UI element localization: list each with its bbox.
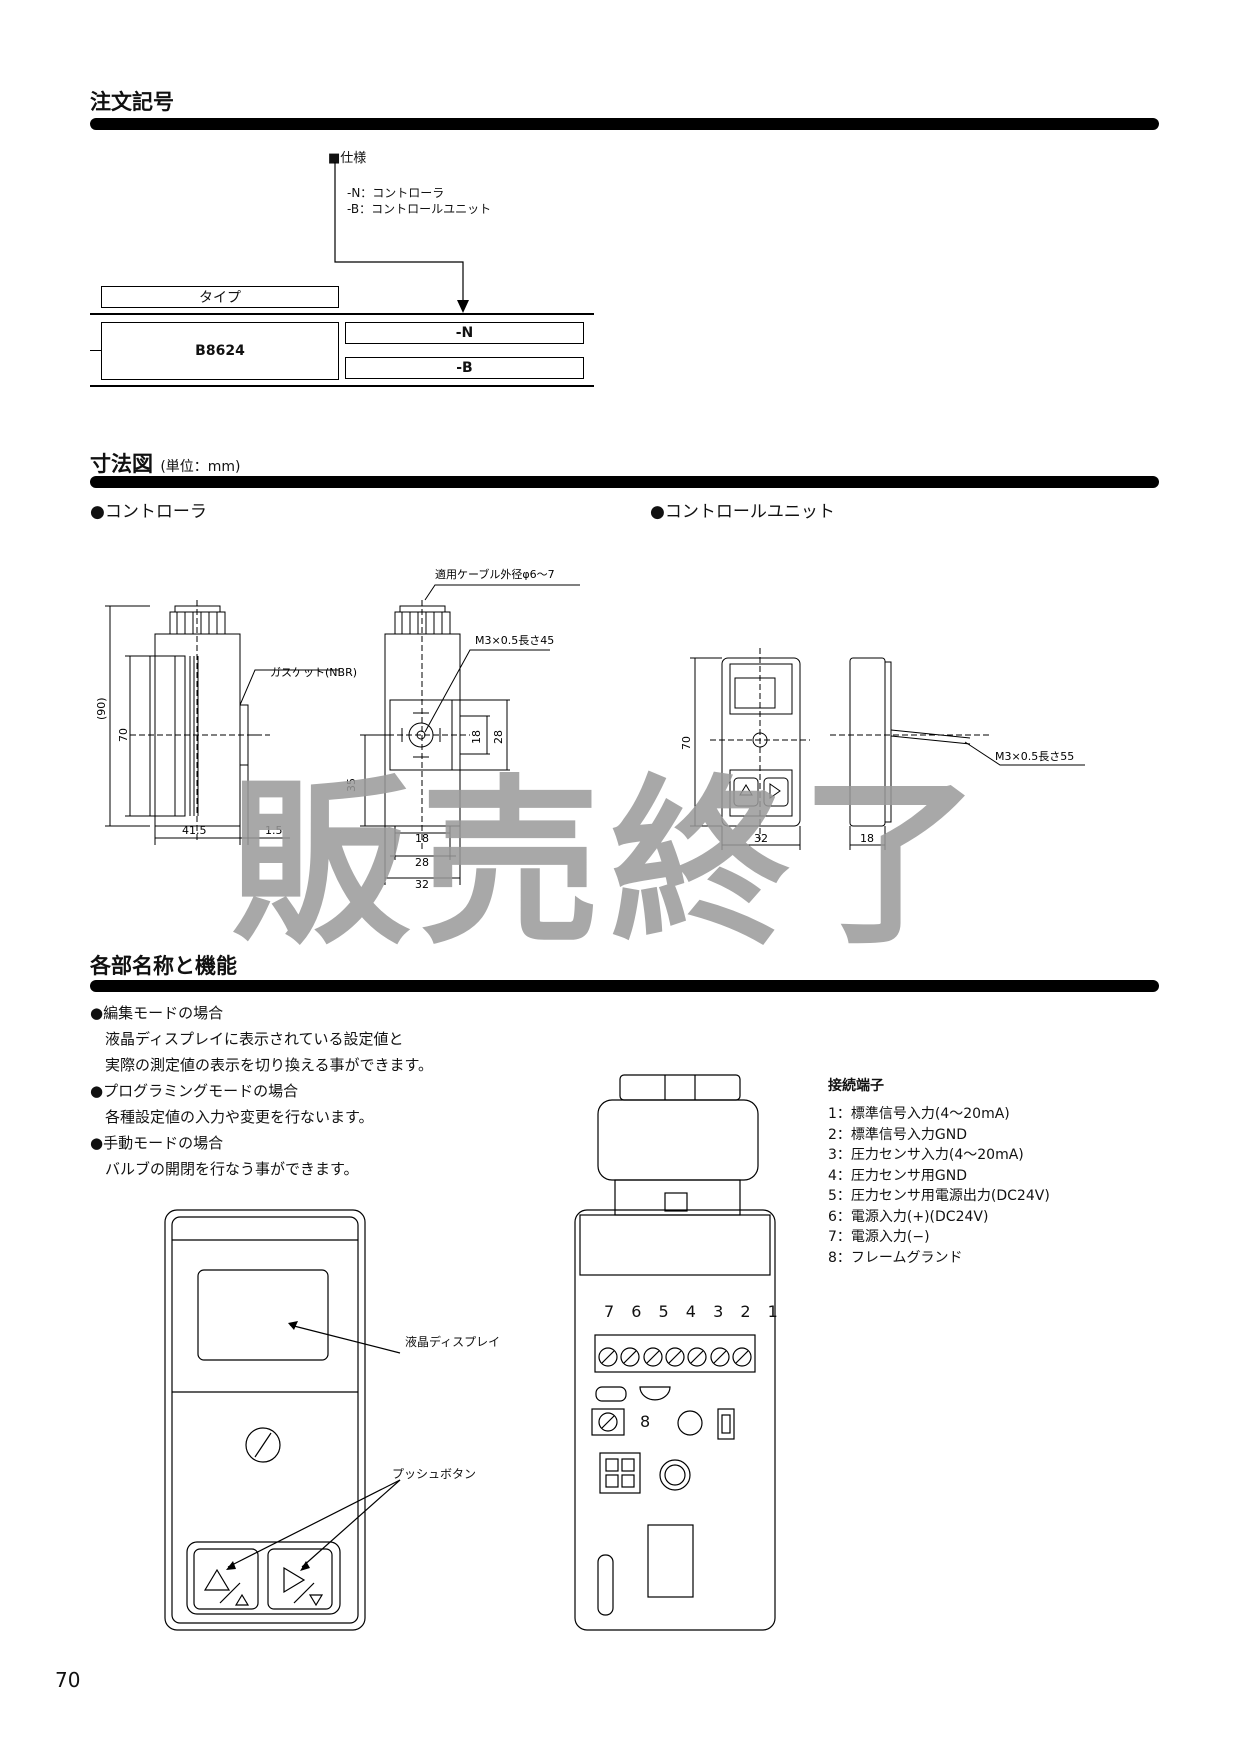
- terminal-item: 5：圧力センサ用電源出力(DC24V): [828, 1188, 1050, 1204]
- unit-dim-18: 18: [860, 832, 874, 845]
- spec-b: -B：コントロールユニット: [347, 202, 492, 216]
- unit-detail: [574, 1074, 776, 1631]
- controller-front-view: [360, 584, 580, 885]
- dim-32-h: 32: [415, 878, 429, 891]
- cable-callout: 適用ケーブル外径φ6〜7: [435, 567, 555, 581]
- page-number: 70: [55, 1668, 81, 1692]
- dim-28-h: 28: [415, 856, 429, 869]
- controller-label: ●コントローラ: [90, 502, 207, 522]
- dim-70: 70: [117, 728, 130, 742]
- unit-side-view: [830, 657, 1085, 850]
- spec-label: ■仕様: [328, 151, 367, 166]
- section-rule: [90, 476, 1159, 488]
- terminal-item: 8：フレームグランド: [828, 1249, 963, 1266]
- order-section-title: 注文記号: [90, 90, 174, 114]
- type-header: タイプ: [101, 286, 339, 308]
- dim-18-v: 18: [470, 730, 483, 744]
- unit-label: ●コントロールユニット: [650, 502, 835, 522]
- mode-edit: ●編集モードの場合 液晶ディスプレイに表示されている設定値と 実際の測定値の表示…: [90, 1004, 434, 1074]
- spec-n: -N：コントローラ: [347, 186, 445, 200]
- spec-arrow: [334, 162, 469, 313]
- dim-41-5: 41.5: [182, 824, 207, 837]
- dimension-drawing: (90) 70 41.5 1.5 ガスケット(NBR) 適用ケーブル外径φ6〜7…: [95, 567, 1085, 891]
- controller-detail: [164, 1209, 401, 1631]
- unit-dim-70: 70: [680, 736, 693, 750]
- gasket-callout: ガスケット(NBR): [270, 666, 357, 679]
- terminal-8-label: 8: [640, 1412, 651, 1431]
- dim-1-5: 1.5: [265, 824, 283, 837]
- model-cell: B8624: [101, 322, 339, 380]
- section-rule: [90, 118, 1159, 130]
- parts-section-title: 各部名称と機能: [90, 954, 237, 978]
- dim-28-v: 28: [492, 730, 505, 744]
- lcd-callout: 液晶ディスプレイ: [405, 1335, 501, 1349]
- table-bottom-rule: [90, 385, 594, 387]
- terminal-item: 2：標準信号入力GND: [828, 1126, 968, 1143]
- dim-35: 35: [345, 778, 358, 792]
- table-top-rule: [90, 313, 594, 315]
- terminal-item: 4：圧力センサ用GND: [828, 1167, 968, 1184]
- dims-section-title: 寸法図 (単位：mm): [90, 452, 241, 476]
- m3-45-callout: M3×0.5長さ45: [475, 634, 554, 647]
- terminal-item: 3：圧力センサ入力(4〜20mA): [828, 1147, 1024, 1163]
- terminals-title: 接続端子: [828, 1078, 884, 1094]
- mode-manual: ●手動モードの場合 バルブの開閉を行なう事ができます。: [90, 1134, 359, 1178]
- model-tick: [90, 350, 101, 351]
- mode-program: ●プログラミングモードの場合 各種設定値の入力や変更を行ないます。: [90, 1082, 374, 1126]
- pushbutton-callout: プッシュボタン: [392, 1467, 477, 1481]
- option-b-cell: -B: [345, 357, 584, 379]
- terminal-numbers: 7 6 5 4 3 2 1: [604, 1302, 784, 1321]
- terminals-list: 1：標準信号入力(4〜20mA) 2：標準信号入力GND 3：圧力センサ入力(4…: [828, 1104, 1050, 1268]
- dim-90: (90): [95, 697, 108, 720]
- m3-55-callout: M3×0.5長さ55: [995, 750, 1074, 763]
- controller-side-view: [105, 600, 340, 845]
- terminal-item: 1：標準信号入力(4〜20mA): [828, 1106, 1010, 1122]
- terminal-item: 7：電源入力(−): [828, 1229, 930, 1245]
- discontinued-watermark: 販売終了: [230, 760, 991, 969]
- dim-18-h: 18: [415, 832, 429, 845]
- section-rule: [90, 980, 1159, 992]
- unit-dim-32: 32: [754, 832, 768, 845]
- option-n-cell: -N: [345, 322, 584, 344]
- unit-front-view: [690, 648, 810, 850]
- terminal-item: 6：電源入力(+)(DC24V): [828, 1208, 989, 1225]
